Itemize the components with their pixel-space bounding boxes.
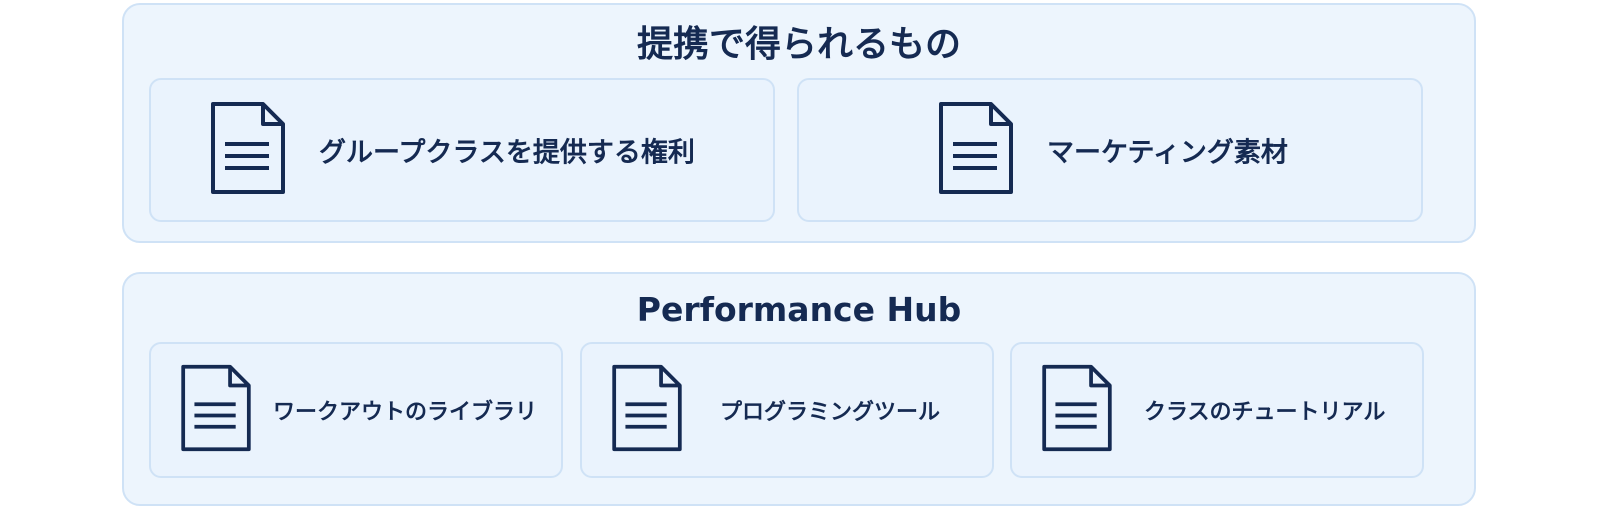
document-icon: [209, 100, 287, 200]
document-icon: [1040, 363, 1114, 457]
card-label: ワークアウトのライブラリ: [273, 400, 538, 425]
document-icon: [610, 363, 684, 457]
document-icon: [937, 100, 1015, 200]
card-class-tutorials: クラスのチュートリアル: [1010, 342, 1424, 478]
card-workout-library: ワークアウトのライブラリ: [149, 342, 563, 478]
card-label: グループクラスを提供する権利: [319, 137, 695, 169]
card-label: マーケティング素材: [1047, 137, 1288, 169]
card-label: クラスのチュートリアル: [1144, 400, 1386, 425]
card-marketing-materials: マーケティング素材: [797, 78, 1423, 222]
section-title: Performance Hub: [636, 290, 962, 329]
section-performance-hub: Performance Hub ワークアウトのライブラリ プログラミングツール: [122, 272, 1476, 506]
card-label: プログラミングツール: [720, 400, 941, 425]
card-group-class-rights: グループクラスを提供する権利: [149, 78, 775, 222]
card-programming-tools: プログラミングツール: [580, 342, 994, 478]
document-icon: [179, 363, 253, 457]
section-title: 提携で得られるもの: [636, 24, 961, 65]
section-benefits: 提携で得られるもの グループクラスを提供する権利 マーケティング素材: [122, 3, 1476, 243]
